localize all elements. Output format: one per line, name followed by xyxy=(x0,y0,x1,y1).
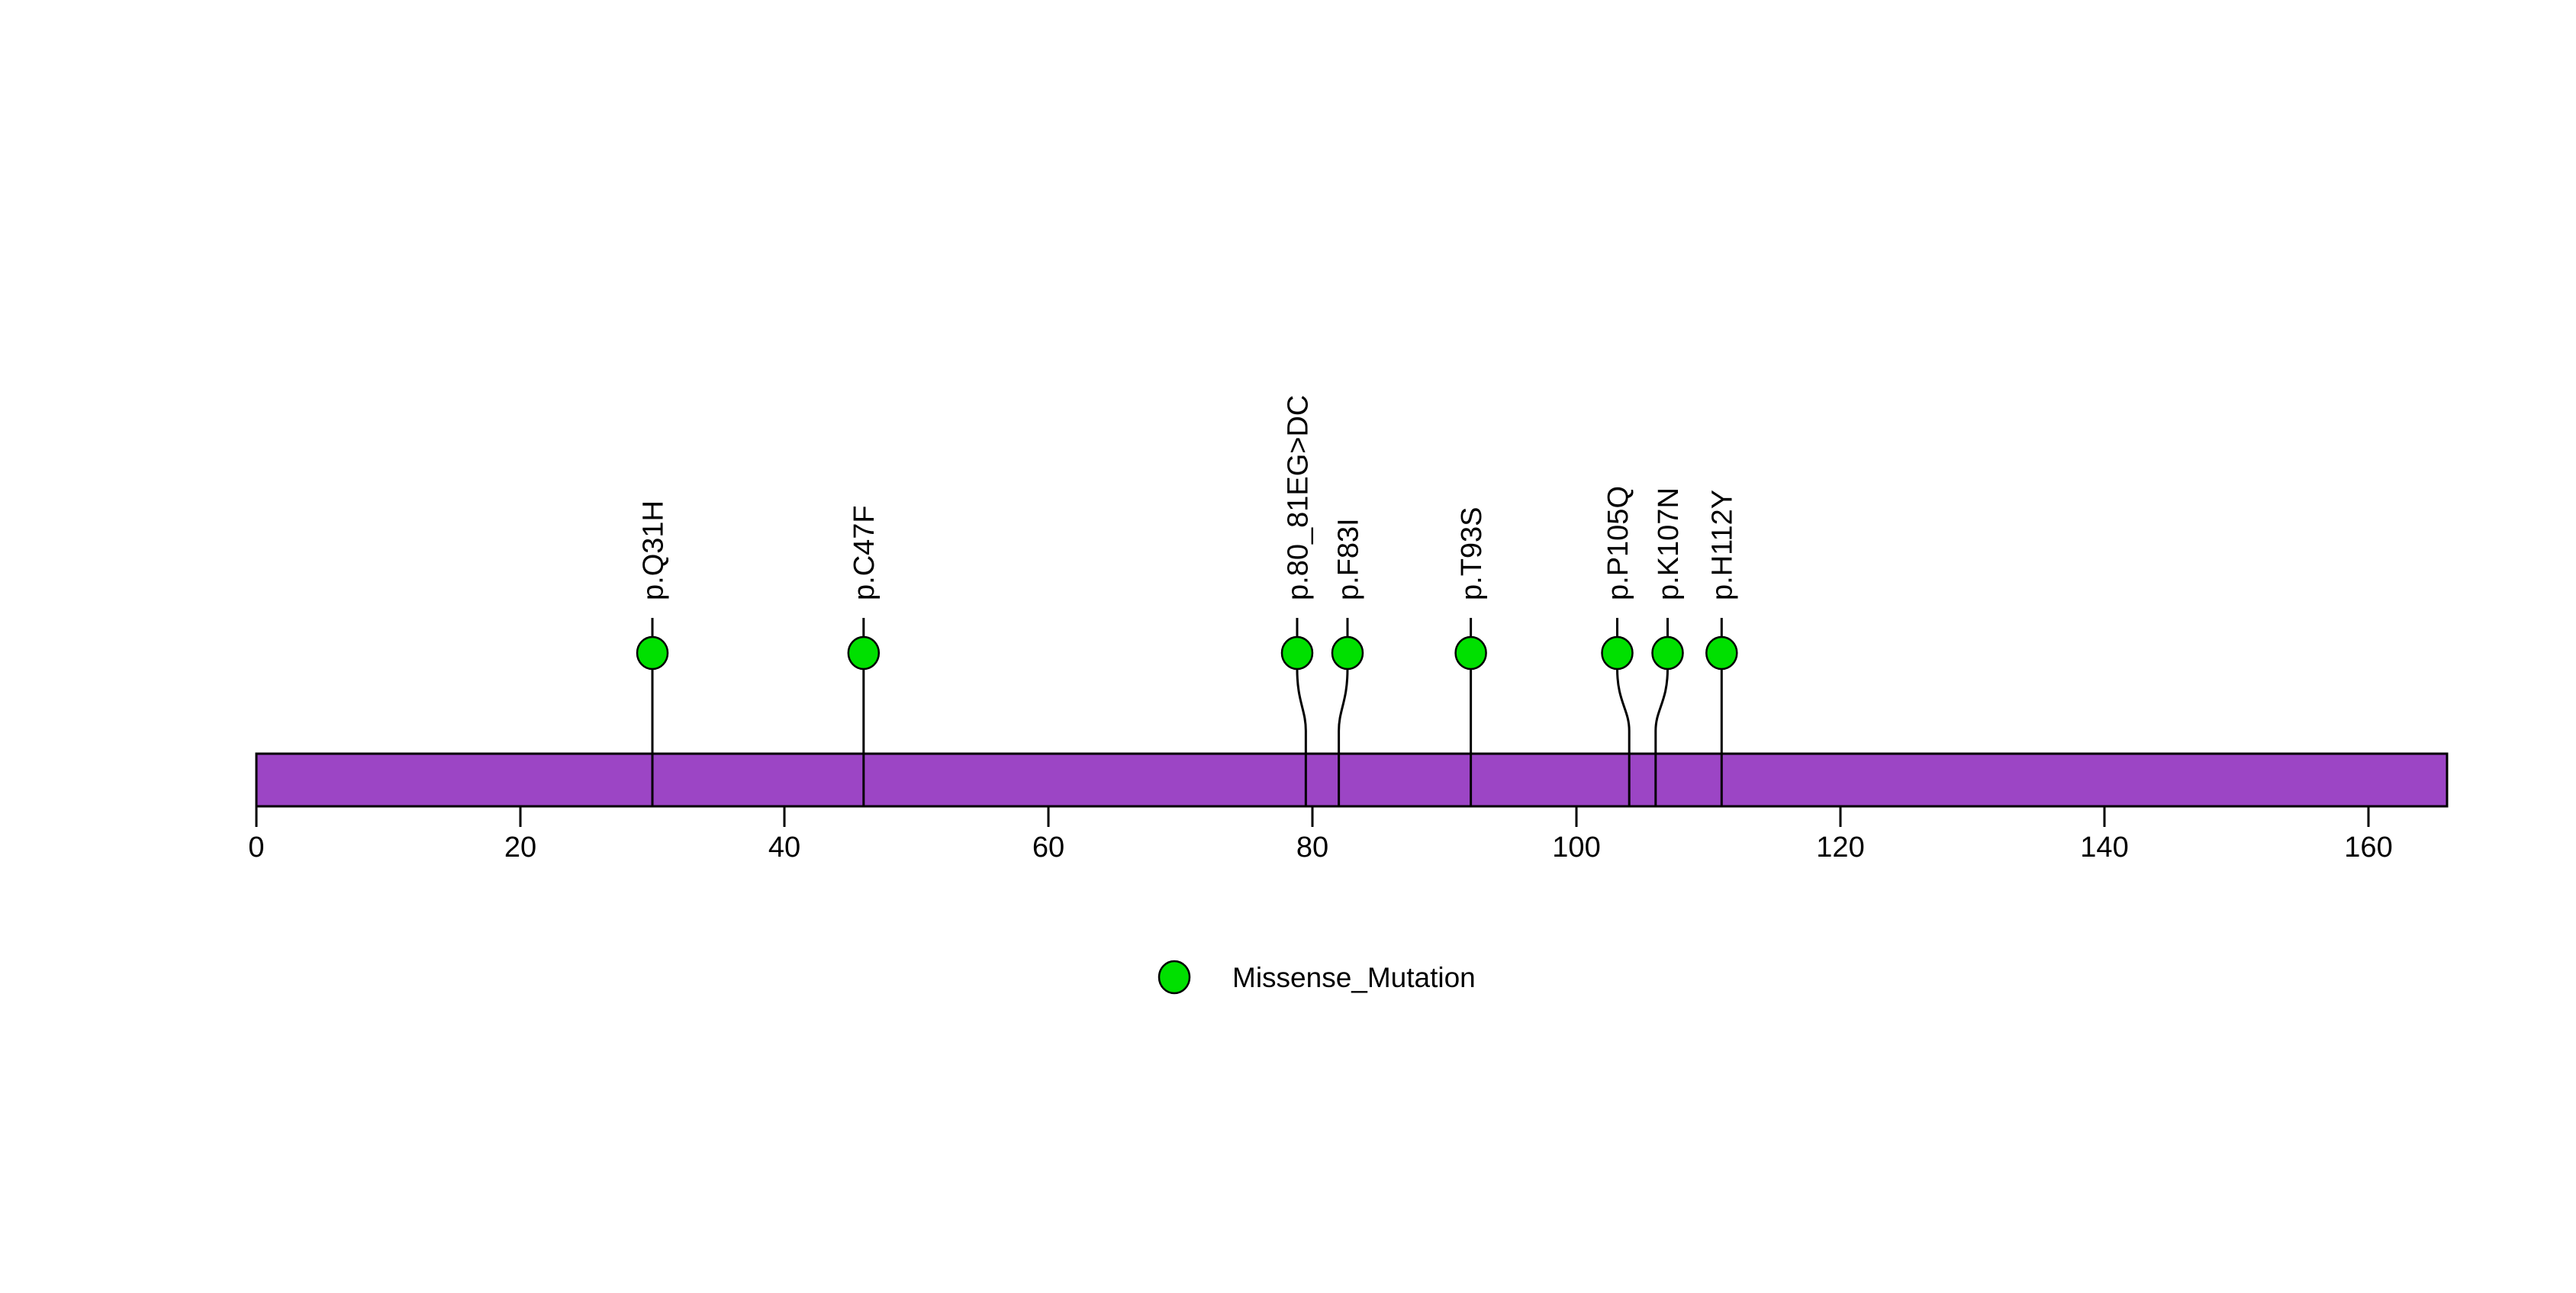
axis-tick-label: 40 xyxy=(768,831,800,864)
axis-tick-label: 60 xyxy=(1032,831,1064,864)
lollipop-stem xyxy=(1654,668,1669,806)
axis-tick-label: 20 xyxy=(504,831,536,864)
lollipop: p.T93S xyxy=(1454,507,1488,806)
lollipop: p.P105Q xyxy=(1601,486,1634,806)
mutation-marker xyxy=(847,635,881,671)
mutation-marker xyxy=(636,635,669,671)
protein-backbone-bar xyxy=(255,752,2449,808)
axis-tick-label: 140 xyxy=(2080,831,2128,864)
mutation-label: p.T93S xyxy=(1456,507,1488,600)
lollipop: p.C47F xyxy=(847,505,881,806)
axis-tick-label: 80 xyxy=(1296,831,1328,864)
lollipop: p.Q31H xyxy=(636,500,669,806)
mutation-label: p.P105Q xyxy=(1602,486,1634,600)
mutation-label: p.H112Y xyxy=(1707,490,1739,600)
mutation-marker xyxy=(1601,635,1634,671)
lollipop: p.H112Y xyxy=(1705,490,1739,806)
lollipop: p.F83I xyxy=(1331,518,1364,806)
x-axis: 0 20 40 60 80 100 120 140 160 xyxy=(248,806,2393,864)
mutation-label: p.Q31H xyxy=(637,500,669,600)
lollipop-stem xyxy=(1296,668,1307,806)
axis-tick-label: 0 xyxy=(248,831,264,864)
axis-tick-label: 100 xyxy=(1552,831,1600,864)
mutation-label: p.80_81EG>DC xyxy=(1282,395,1314,600)
legend-label: Missense_Mutation xyxy=(1232,962,1476,993)
mutation-marker xyxy=(1651,635,1684,671)
lollipop: p.K107N xyxy=(1651,487,1685,806)
legend: Missense_Mutation xyxy=(1158,960,1476,995)
legend-missense-marker-icon xyxy=(1158,960,1191,995)
mutation-marker xyxy=(1280,635,1314,671)
mutation-label: p.F83I xyxy=(1332,518,1364,600)
mutation-label: p.C47F xyxy=(848,505,881,600)
mutation-label: p.K107N xyxy=(1653,487,1685,600)
mutation-marker xyxy=(1331,635,1364,671)
mutation-marker xyxy=(1454,635,1487,671)
lollipop-stem xyxy=(1338,668,1349,806)
lollipop-stem xyxy=(1616,668,1631,806)
mutation-marker xyxy=(1705,635,1738,671)
lollipop: p.80_81EG>DC xyxy=(1280,395,1314,806)
axis-tick-label: 120 xyxy=(1816,831,1864,864)
axis-tick-label: 160 xyxy=(2344,831,2392,864)
lollipops: p.Q31H p.C47F p.80_81EG>DC p.F83I p.T93S p.P1… xyxy=(636,395,1739,806)
